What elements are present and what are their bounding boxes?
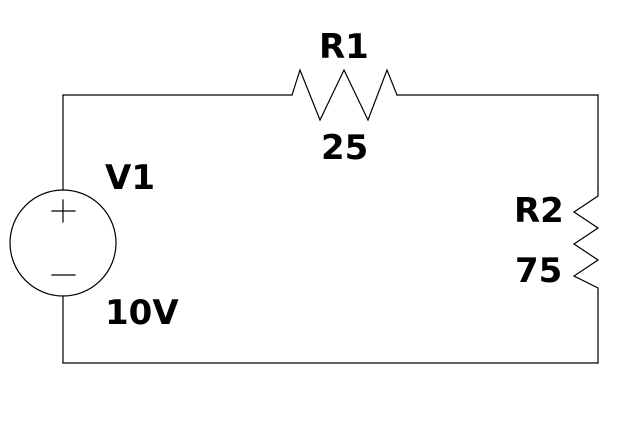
- voltage-source-symbol: [9, 189, 117, 297]
- resistor-r1-value: 25: [321, 128, 369, 168]
- resistor-r2-name: R2: [514, 191, 564, 231]
- voltage-source-name: V1: [105, 158, 155, 198]
- resistor-r1-name: R1: [319, 27, 369, 67]
- resistor-r2-value: 75: [515, 251, 563, 291]
- resistor-r2-symbol: [572, 187, 600, 295]
- voltage-source-value: 10V: [105, 293, 179, 333]
- resistor-r1-symbol: [291, 68, 398, 122]
